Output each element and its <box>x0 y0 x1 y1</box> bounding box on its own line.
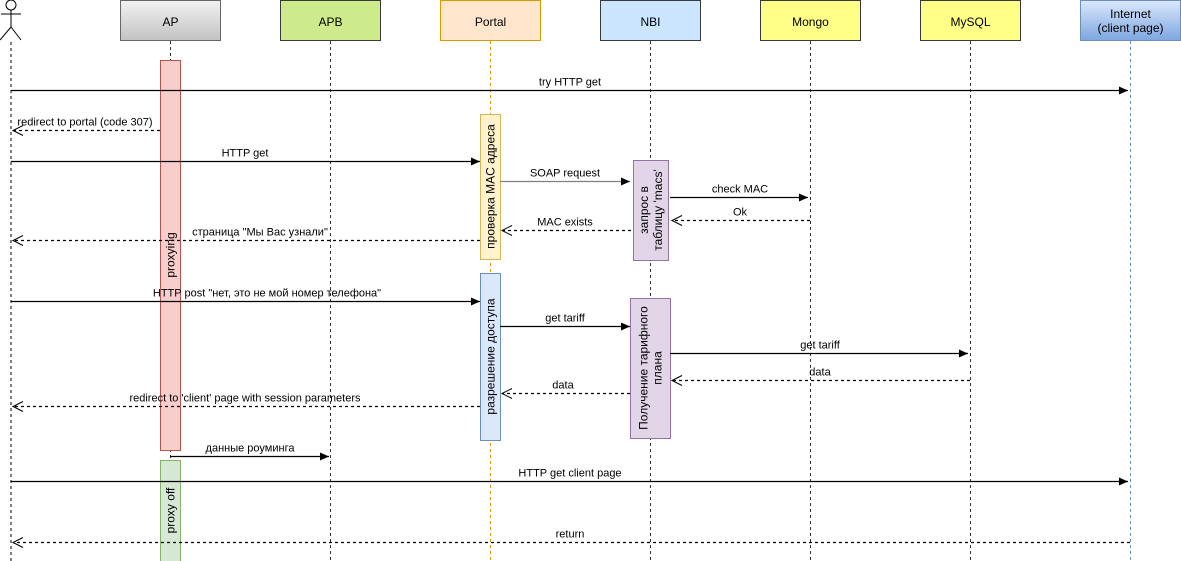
actor-stick-figure-icon <box>0 0 22 41</box>
message-label: HTTP get <box>222 148 269 160</box>
message-label: data <box>552 380 574 392</box>
message-return: return <box>11 529 1130 548</box>
message-data-2: data <box>500 380 630 399</box>
participant-mongo: Mongo <box>760 0 861 41</box>
activation-ap-proxy-off: proxy off <box>160 460 181 561</box>
open-arrow-icon <box>11 537 24 548</box>
message-label: redirect to 'client' page with session p… <box>129 393 361 405</box>
activation-nbi-tariff: Получение тарифногоплана <box>630 298 671 439</box>
message-data-1: data <box>670 367 970 386</box>
participant-mysql: MySQL <box>920 0 1021 41</box>
participant-label: Internet <box>1110 7 1151 21</box>
activation-label: proxy off <box>164 487 178 533</box>
participant-label: NBI <box>640 15 660 29</box>
participant-label: Portal <box>475 15 506 29</box>
open-arrow-icon <box>670 375 683 386</box>
activation-label: разрешение доступа <box>484 298 498 415</box>
activation-label: Получение тарифногоплана <box>637 306 665 430</box>
message-label: data <box>809 367 831 379</box>
participant-label: MySQL <box>950 15 990 29</box>
message-label: страница "Мы Вас узнали" <box>192 227 328 239</box>
participant-label: (client page) <box>1097 21 1163 35</box>
message-mac-exists: MAC exists <box>500 217 631 236</box>
message-label: SOAP request <box>530 168 600 180</box>
open-arrow-icon <box>11 235 24 246</box>
open-arrow-icon <box>500 225 513 236</box>
message-label: check MAC <box>712 184 768 196</box>
message-label: данные роуминга <box>206 443 296 455</box>
message-check-mac: check MAC <box>670 184 808 202</box>
message-http-get-client: HTTP get client page <box>11 468 1128 486</box>
participant-portal: Portal <box>440 0 541 41</box>
message-ok: Ok <box>670 207 810 226</box>
open-arrow-icon <box>670 215 683 226</box>
message-redirect-client: redirect to 'client' page with session p… <box>11 393 480 412</box>
message-label: MAC exists <box>537 217 593 229</box>
message-http-get: HTTP get <box>11 148 480 166</box>
message-label: get tariff <box>545 313 585 325</box>
participant-label: APB <box>318 15 342 29</box>
message-page-recognized: страница "Мы Вас узнали" <box>11 227 480 246</box>
participant-apb: APB <box>280 0 381 41</box>
open-arrow-icon <box>11 125 24 136</box>
message-label: HTTP post "нет, это не мой номер телефон… <box>153 288 381 300</box>
participant-label: AP <box>162 15 178 29</box>
message-label: Ok <box>733 207 748 219</box>
open-arrow-icon <box>500 388 513 399</box>
message-get-tariff-1: get tariff <box>500 313 630 331</box>
activation-label: proxying <box>164 232 178 277</box>
activation-nbi-macs-query: запрос втаблицу 'macs' <box>633 160 669 261</box>
activation-label: проверка MAC адреса <box>484 124 498 249</box>
message-label: try HTTP get <box>539 77 601 89</box>
message-label: HTTP get client page <box>518 468 621 480</box>
message-label: get tariff <box>800 340 840 352</box>
message-redirect-portal: redirect to portal (code 307) <box>11 117 160 136</box>
message-try-http-get: try HTTP get <box>11 77 1128 95</box>
message-soap-request: SOAP request <box>500 168 630 186</box>
activation-ap-proxying: proxying <box>160 60 181 451</box>
message-get-tariff-2: get tariff <box>670 340 968 358</box>
message-http-post: HTTP post "нет, это не мой номер телефон… <box>11 288 480 306</box>
participant-internet: Internet(client page) <box>1080 0 1181 41</box>
message-label: return <box>556 529 585 541</box>
activation-label: запрос втаблицу 'macs' <box>637 169 665 251</box>
activation-portal-access: разрешение доступа <box>480 273 501 441</box>
activation-portal-mac-check: проверка MAC адреса <box>480 114 501 260</box>
message-label: redirect to portal (code 307) <box>17 117 152 129</box>
open-arrow-icon <box>11 401 24 412</box>
participant-label: Mongo <box>792 15 829 29</box>
participant-ap: AP <box>120 0 221 41</box>
participant-nbi: NBI <box>600 0 701 41</box>
message-roaming-data: данные роуминга <box>170 443 329 461</box>
